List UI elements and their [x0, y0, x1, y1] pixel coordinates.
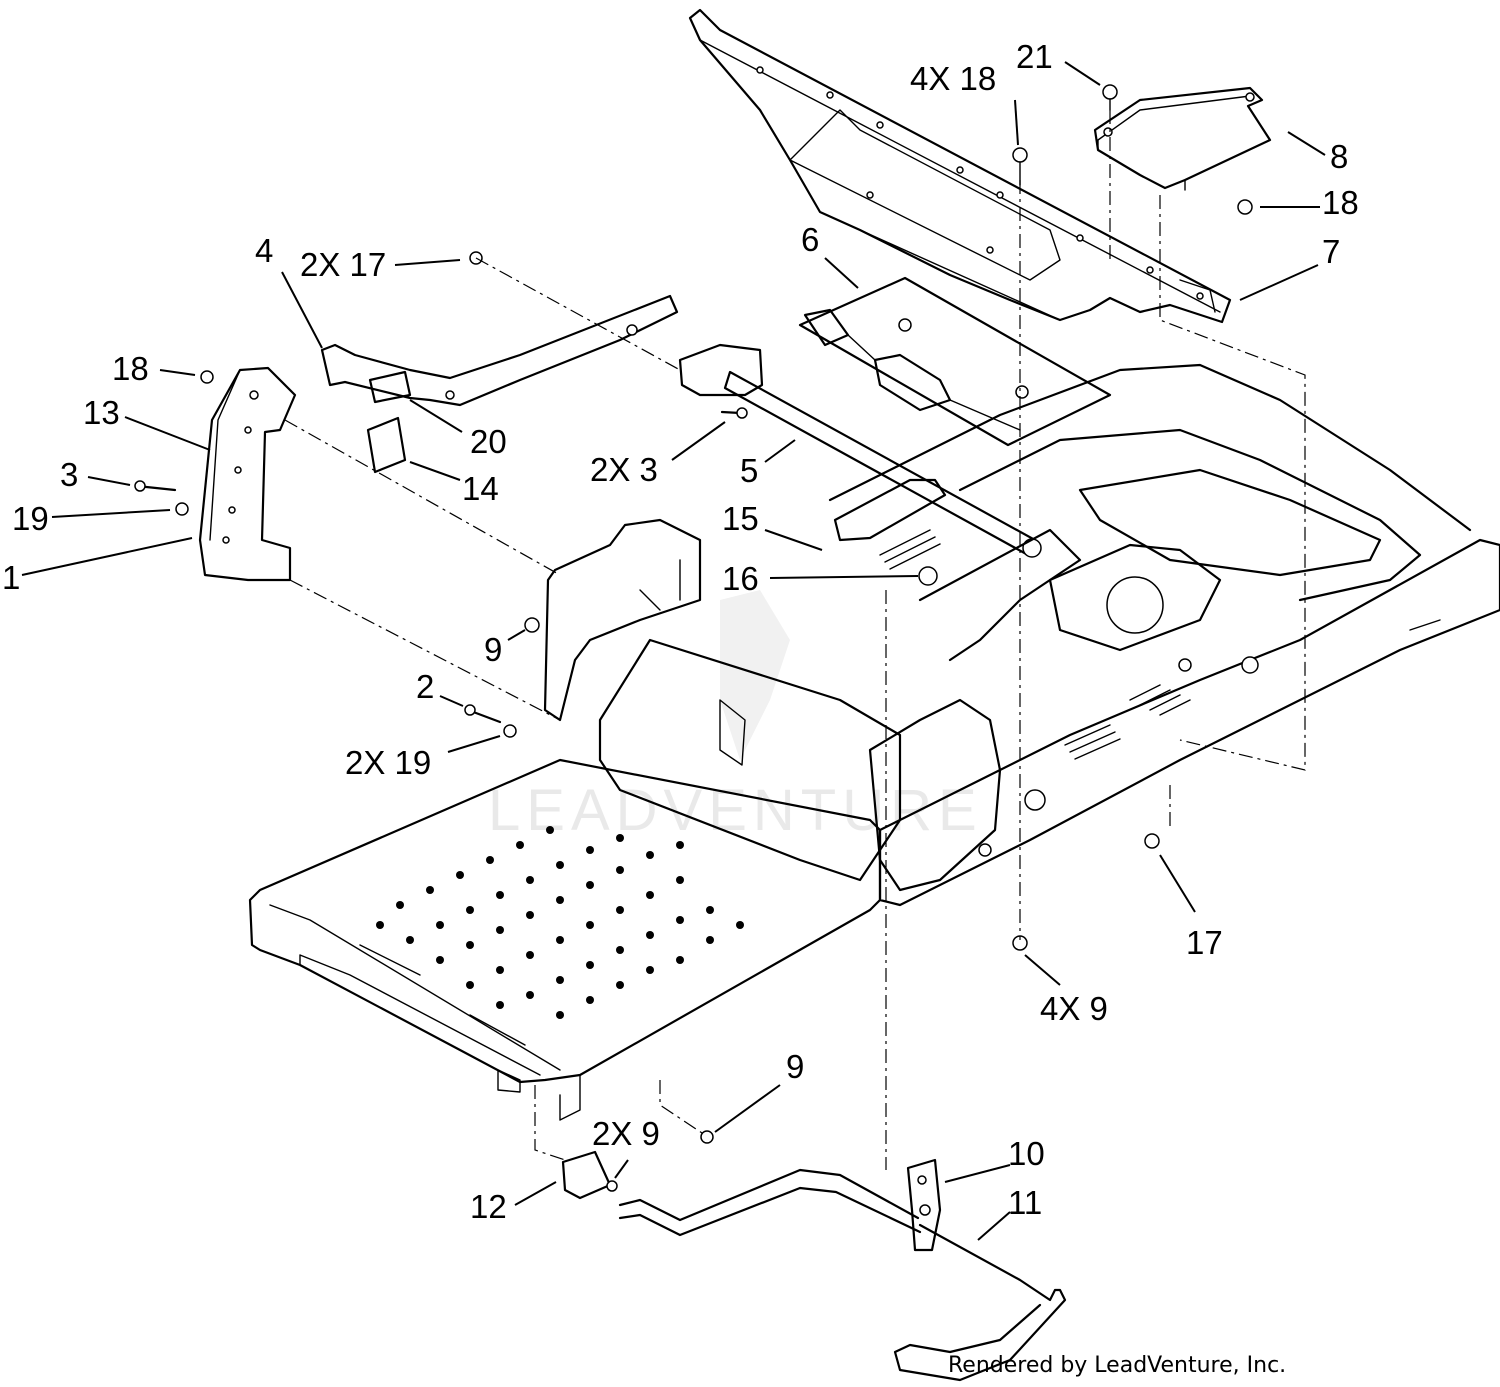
callout-3: 3 — [60, 456, 78, 493]
render-credit: Rendered by LeadVenture, Inc. — [948, 1353, 1286, 1378]
callout-8: 8 — [1330, 138, 1348, 175]
callout-13: 13 — [83, 394, 120, 431]
seat-arm — [320, 294, 679, 407]
callout-5: 5 — [740, 452, 758, 489]
callout-18-left: 18 — [112, 350, 149, 387]
footplate — [248, 758, 882, 1121]
callout-10: 10 — [1008, 1135, 1045, 1172]
axle-tube — [678, 343, 1042, 558]
watermark: LEADVENTURE — [488, 590, 983, 843]
callout-17-right: 17 — [1186, 924, 1223, 961]
callout-16: 16 — [722, 560, 759, 597]
callout-12: 12 — [470, 1188, 507, 1225]
callout-2x3: 2X 3 — [590, 451, 658, 488]
fasteners — [134, 84, 1253, 1144]
main-frame — [828, 363, 1500, 907]
callout-6: 6 — [801, 221, 819, 258]
callout-2x17: 2X 17 — [300, 246, 386, 283]
pivot-plate — [798, 276, 1112, 447]
callout-2: 2 — [416, 668, 434, 705]
callout-9-lower: 9 — [786, 1048, 804, 1085]
callout-15: 15 — [722, 500, 759, 537]
callout-19: 19 — [12, 500, 49, 537]
pad — [366, 416, 407, 474]
callout-labels: 21 4X 18 8 18 7 6 4 2X 17 18 13 3 19 1 2… — [2, 38, 1359, 1225]
callout-2x9: 2X 9 — [592, 1115, 660, 1152]
assembly-lines — [284, 110, 1306, 1170]
callout-2x19: 2X 19 — [345, 744, 431, 781]
watermark-text: LEADVENTURE — [488, 778, 983, 843]
side-bracket — [198, 366, 297, 582]
footplate-holes — [376, 826, 744, 1019]
leader-lines — [21, 61, 1326, 1241]
callout-20: 20 — [470, 423, 507, 460]
callout-11: 11 — [1008, 1184, 1042, 1221]
upper-bracket — [1093, 86, 1272, 191]
callout-4x18: 4X 18 — [910, 60, 996, 97]
callout-21: 21 — [1016, 38, 1053, 75]
callout-18-upper: 18 — [1322, 184, 1359, 221]
callout-14: 14 — [462, 470, 499, 507]
rear-crossmember — [688, 8, 1232, 324]
callout-9-upper: 9 — [484, 631, 502, 668]
callout-1: 1 — [2, 559, 20, 596]
lower-linkage — [561, 1150, 1067, 1382]
callout-7: 7 — [1322, 233, 1340, 270]
callout-4: 4 — [255, 232, 273, 269]
callout-4x9: 4X 9 — [1040, 990, 1108, 1027]
